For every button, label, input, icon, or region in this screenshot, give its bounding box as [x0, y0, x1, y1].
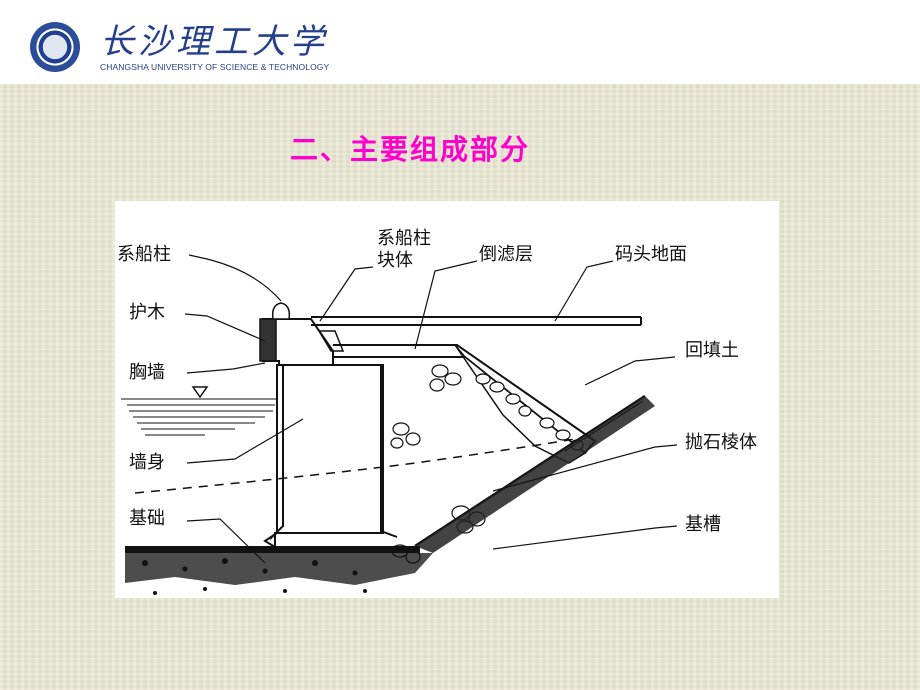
label-mooring-post-block-line2: 块体: [377, 250, 413, 271]
label-backfill: 回填土: [685, 340, 739, 361]
wharf-cross-section-diagram: 系船柱 系船柱 块体 倒滤层 码头地面 护木 胸墙 回填土 墙身 抛石棱体 基础…: [115, 201, 779, 598]
label-fender: 护木: [129, 302, 165, 323]
rubble-prism: [454, 344, 587, 464]
leader-lines: [184, 254, 678, 564]
water-body: [121, 398, 277, 436]
university-name-cn: 长沙理工大学: [100, 22, 328, 62]
diagram-drawing: [121, 254, 678, 595]
university-name-en: CHANGSHA UNIVERSITY OF SCIENCE & TECHNOL…: [100, 62, 330, 72]
label-wharf-surface: 码头地面: [615, 244, 687, 265]
mooring-post: [271, 302, 291, 320]
wharf-surface: [311, 316, 642, 326]
label-wall-body: 墙身: [129, 452, 165, 473]
slide-title: 二、主要组成部分: [290, 133, 531, 166]
label-rubble-prism: 抛石棱体: [685, 432, 757, 453]
foundation-bed: [125, 546, 420, 553]
fender: [259, 318, 277, 362]
label-breast-wall: 胸墙: [129, 362, 165, 383]
mooring-post-block: [317, 330, 345, 352]
university-seal-icon: [30, 22, 80, 72]
label-mooring-post-block-line1: 系船柱: [377, 228, 431, 249]
label-foundation: 基础: [129, 508, 165, 529]
seabed-ground: [125, 553, 433, 595]
label-foundation-trench: 基槽: [685, 514, 721, 535]
label-inverted-filter: 倒滤层: [479, 244, 533, 265]
water-level-marker-icon: [191, 386, 209, 399]
label-mooring-post: 系船柱: [117, 244, 171, 265]
header-bar: 长沙理工大学 CHANGSHA UNIVERSITY OF SCIENCE & …: [0, 0, 920, 84]
